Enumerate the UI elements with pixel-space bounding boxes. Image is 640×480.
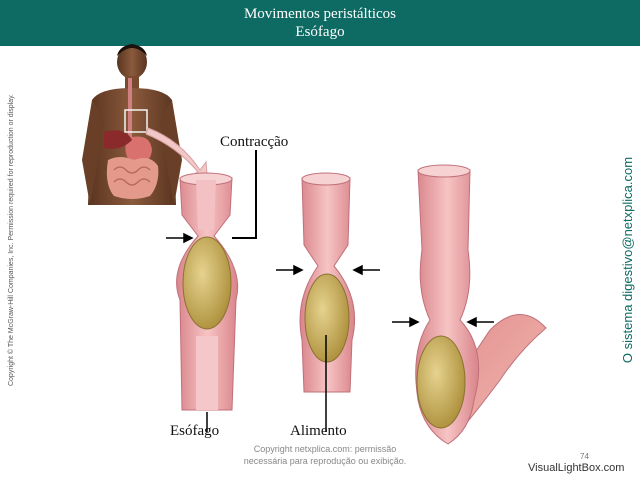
compression-arrows [166, 232, 494, 328]
human-figure [82, 44, 182, 205]
tube1-lumen-top [196, 180, 216, 230]
contraction-label: Contracção [220, 134, 289, 150]
esophagus-segment-1 [176, 172, 239, 411]
figure-left-arm [82, 100, 104, 205]
footer-copyright-line1: Copyright netxplica.com: permissão [253, 444, 397, 454]
page-number: 74 [580, 452, 589, 461]
food-label: Alimento [290, 423, 347, 439]
esophagus-label: Esófago [170, 423, 220, 439]
tube2-opening [301, 172, 351, 186]
figure-right-arm [160, 100, 182, 205]
figure-hair [117, 44, 147, 56]
figure-intestines [106, 157, 159, 199]
figure-liver [104, 130, 132, 149]
figure-stomach [125, 136, 152, 164]
esophagus-segment-3 [415, 164, 547, 445]
figure-head [117, 45, 147, 79]
contraction-pointer [232, 150, 257, 239]
figure-zoom-box [124, 109, 148, 133]
footer-copyright: Copyright netxplica.com: permissão neces… [200, 443, 450, 467]
watermark: VisualLightBox.com [528, 462, 625, 474]
tube1-bolus [182, 236, 232, 330]
figure-intestine-coils [113, 166, 151, 186]
esophagus-segment-2 [299, 172, 356, 393]
footer-copyright-line2: necessária para reprodução ou exibição. [243, 456, 407, 466]
tube3-opening [417, 164, 471, 178]
tube1-lumen-bottom [196, 336, 218, 410]
title-bar: Movimentos peristálticos Esófago [0, 0, 640, 46]
slide-subtitle: Esófago [295, 24, 345, 40]
tube3-bolus [416, 335, 466, 429]
slide-title: Movimentos peristálticos [243, 6, 397, 22]
tube2-bolus [304, 273, 350, 363]
